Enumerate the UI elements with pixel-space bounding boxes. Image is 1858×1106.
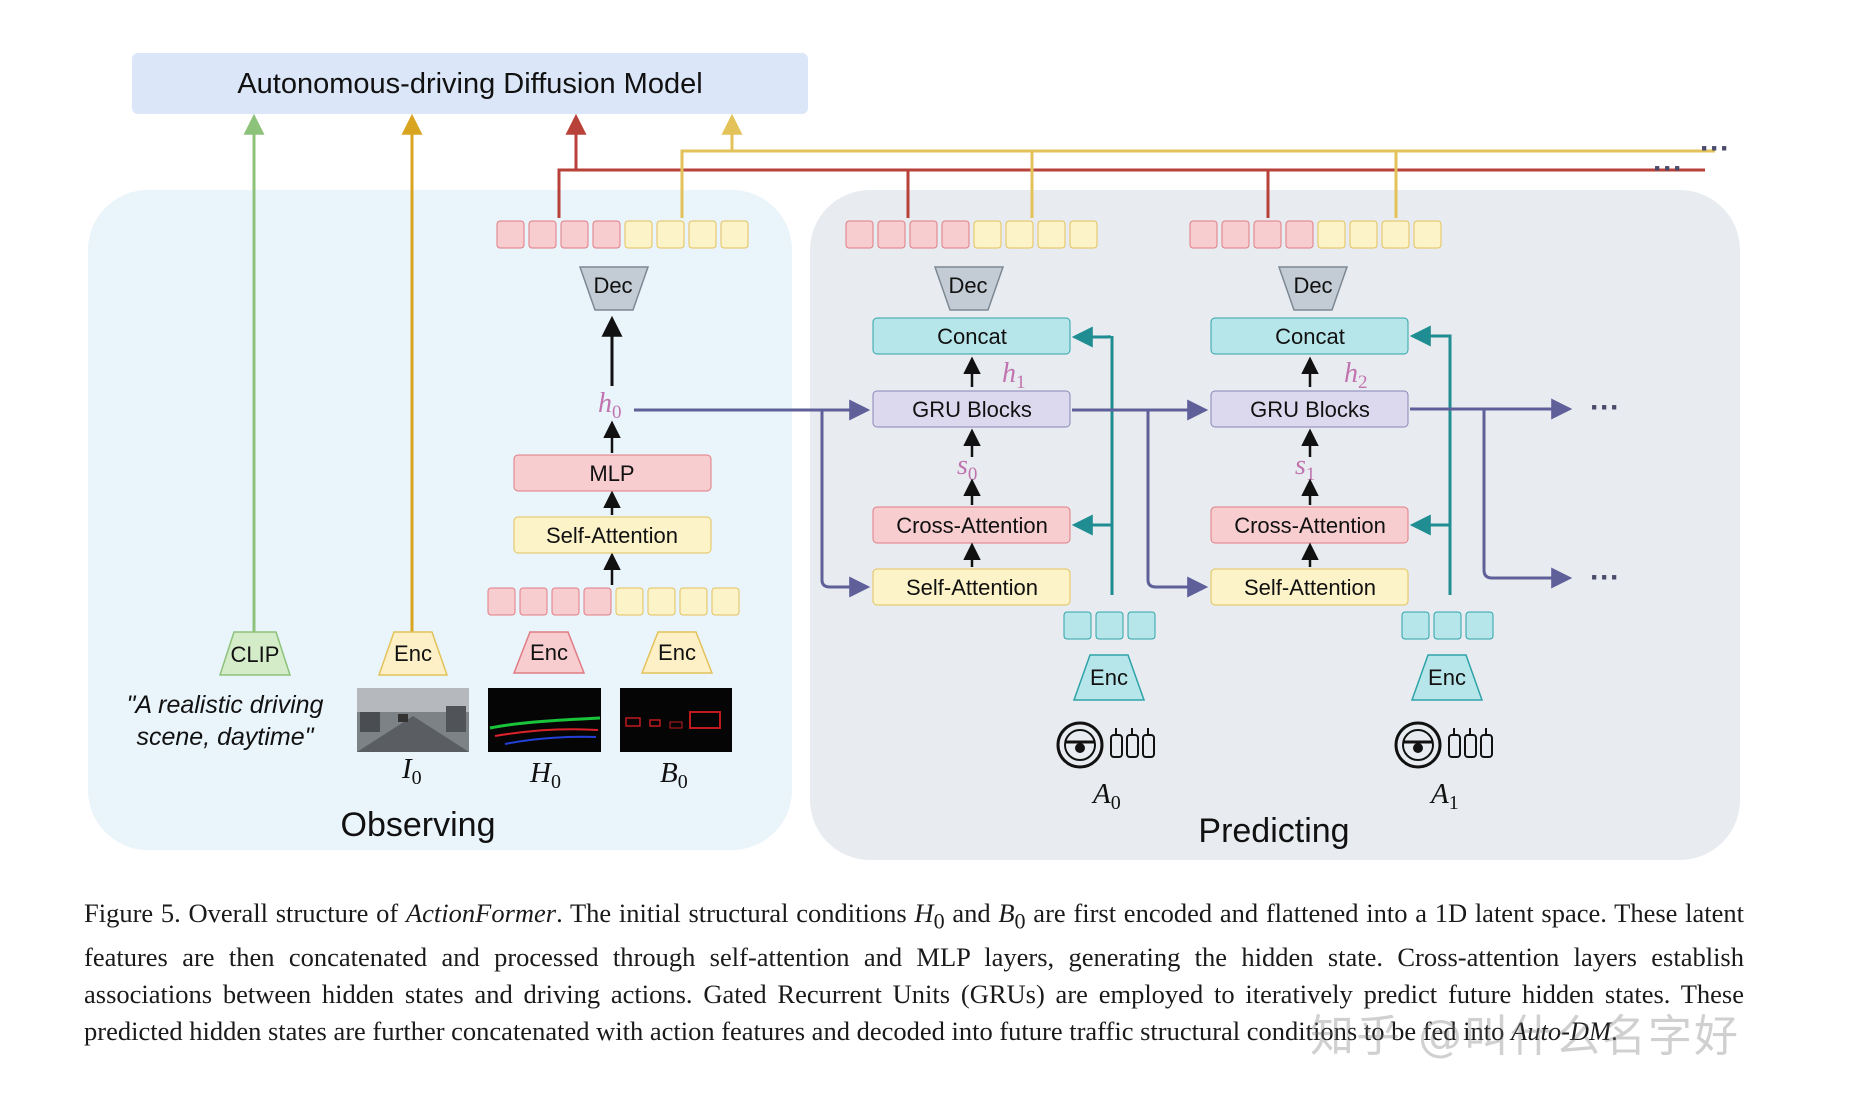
ellipsis-yellow: ··· — [1700, 132, 1730, 165]
observing-panel — [88, 190, 792, 850]
decoder-step1 — [1277, 266, 1349, 311]
mlp-block — [513, 454, 712, 492]
teal-action-path-step1 — [1409, 325, 1452, 595]
caption-var-B0-sub: 0 — [1014, 908, 1026, 934]
hdmap-encoder — [512, 631, 586, 674]
figure-caption: Figure 5. Overall structure of ActionFor… — [84, 895, 1744, 1050]
cross-attention-step0-label: Cross-Attention — [896, 513, 1048, 538]
hdmap-encoder-label: Enc — [530, 640, 568, 665]
concat-step1 — [1210, 317, 1409, 355]
caption-var-H0: H — [914, 898, 934, 928]
self-attention-observe — [513, 516, 712, 554]
ellipsis-gru: ··· — [1590, 391, 1620, 424]
action-tokens-step1 — [1401, 611, 1494, 640]
concat-step0 — [872, 317, 1071, 355]
pedals-icon — [1110, 728, 1155, 758]
action-encoder-step0 — [1072, 654, 1146, 701]
var-h2: h2 — [1344, 358, 1368, 393]
decoder-step0-label: Dec — [948, 273, 987, 298]
box-encoder — [640, 631, 714, 674]
var-s0: s0 — [957, 450, 977, 485]
action-encoder-step1 — [1410, 654, 1484, 701]
self-attention-step1 — [1210, 568, 1409, 606]
caption-text-3: and — [944, 898, 999, 928]
purple-h0-to-self — [820, 410, 871, 598]
decoder-observe-label: Dec — [593, 273, 632, 298]
var-s1: s1 — [1295, 450, 1315, 485]
concat-step0-label: Concat — [937, 324, 1007, 349]
var-h1: h1 — [1002, 358, 1026, 393]
caption-text-2: . The initial structural conditions — [556, 898, 915, 928]
latent-tokens-observe — [487, 587, 740, 616]
caption-text-5: . — [1611, 1016, 1618, 1047]
action-encoder-step0-label: Enc — [1090, 665, 1128, 690]
var-h0: h0 — [598, 388, 622, 423]
diffusion-model-box — [132, 53, 808, 114]
var-A1: A1 — [1429, 778, 1459, 814]
gru-step0-label: GRU Blocks — [912, 397, 1032, 422]
mlp-label: MLP — [589, 461, 634, 486]
gru-step1 — [1210, 390, 1409, 428]
camera-image — [357, 688, 469, 752]
caption-model-name: Auto-DM — [1511, 1016, 1612, 1047]
box-encoder-label: Enc — [658, 640, 696, 665]
caption-label: Figure 5. — [84, 898, 181, 928]
prompt-text-line2: scene, daytime" — [136, 723, 314, 751]
teal-action-path-step0 — [1071, 326, 1114, 595]
yellow-feedback-line — [680, 149, 1715, 218]
var-H0: H0 — [529, 757, 561, 793]
self-attention-step0 — [872, 568, 1071, 606]
red-feedback-line — [557, 168, 1705, 218]
steering-wheel-icon — [1056, 721, 1104, 769]
action-tokens-step0 — [1063, 611, 1156, 640]
output-tokens-step1 — [1189, 220, 1442, 249]
gru-step0 — [872, 390, 1071, 428]
action-encoder-step1-label: Enc — [1428, 665, 1466, 690]
image-encoder — [377, 631, 449, 676]
gru-step1-label: GRU Blocks — [1250, 397, 1370, 422]
concat-step1-label: Concat — [1275, 324, 1345, 349]
caption-text-1: Overall structure of — [180, 898, 406, 928]
caption-method-name: ActionFormer — [405, 898, 557, 928]
image-encoder-label: Enc — [394, 641, 432, 666]
ellipsis-red: ··· — [1653, 152, 1683, 185]
observing-label: Observing — [341, 806, 496, 844]
decoder-step0 — [933, 266, 1005, 311]
var-I0: I0 — [401, 753, 422, 789]
self-attention-step1-label: Self-Attention — [1244, 575, 1376, 600]
self-attention-observe-label: Self-Attention — [546, 523, 678, 548]
hdmap-image — [488, 688, 601, 752]
purple-h2-to-next — [1482, 409, 1573, 589]
var-A0: A0 — [1091, 778, 1121, 814]
purple-h1-to-self — [1146, 410, 1209, 598]
pedals-icon-1 — [1448, 728, 1493, 758]
decoder-step1-label: Dec — [1293, 273, 1332, 298]
diffusion-model-title: Autonomous-driving Diffusion Model — [237, 68, 702, 100]
cross-attention-step1-label: Cross-Attention — [1234, 513, 1386, 538]
steering-wheel-icon-1 — [1394, 721, 1442, 769]
output-tokens-observe — [496, 220, 749, 249]
caption-var-B0: B — [998, 898, 1015, 928]
caption-text-4: are first encoded and flattened into a 1… — [84, 898, 1745, 1047]
prompt-text-line1: "A realistic driving — [127, 691, 324, 719]
caption-var-H0-sub: 0 — [933, 908, 945, 934]
output-tokens-step0 — [845, 220, 1098, 249]
predicting-label: Predicting — [1198, 812, 1349, 850]
clip-encoder — [218, 631, 292, 676]
var-B0: B0 — [660, 757, 688, 793]
bbox-image — [620, 688, 732, 752]
clip-label: CLIP — [231, 642, 280, 667]
ellipsis-self: ··· — [1590, 561, 1620, 594]
self-attention-step0-label: Self-Attention — [906, 575, 1038, 600]
watermark: 知乎 @叫什么名字好 — [1310, 1011, 1740, 1062]
decoder-observe — [578, 266, 650, 311]
